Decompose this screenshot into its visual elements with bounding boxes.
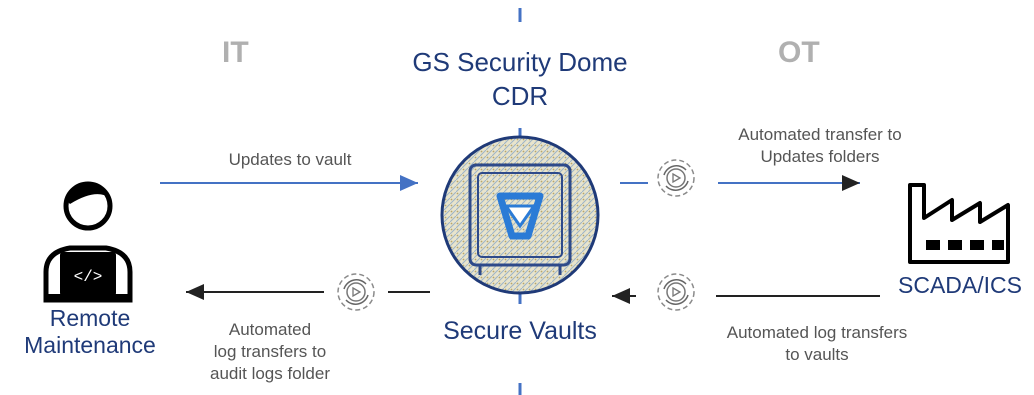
edge-label-auto-transfer-line1: Automated transfer to (738, 125, 902, 144)
svg-text:</>: </> (74, 268, 103, 286)
factory-icon (908, 183, 1010, 264)
edge-label-log-to-audit-line2: log transfers to (213, 342, 327, 361)
remote-maintenance-label: Remote Maintenance (2, 305, 178, 359)
secure-vaults-label: Secure Vaults (443, 317, 597, 345)
gear-cycle-icon (337, 273, 375, 311)
developer-icon: </> (43, 181, 133, 303)
scada-ics-label: SCADA/ICS (898, 272, 1022, 298)
edge-label-auto-transfer: Automated transfer to Updates folders (700, 124, 940, 168)
edge-label-log-to-audit: Automated log transfers to audit logs fo… (180, 319, 360, 385)
vault-icon (440, 135, 600, 295)
edge-label-log-to-audit-line3: audit logs folder (209, 364, 331, 383)
remote-label-line1: Remote (49, 305, 131, 331)
gear-cycle-icon (657, 273, 695, 311)
edge-label-auto-transfer-line2: Updates folders (760, 147, 880, 166)
dome-title-line2: CDR (491, 81, 549, 111)
zone-it-label: IT (222, 36, 249, 69)
edge-label-log-to-audit-line1: Automated (228, 320, 312, 339)
gear-cycle-icon (657, 159, 695, 197)
edge-label-log-to-vault-line1: Automated log transfers (726, 323, 908, 342)
edge-label-updates-to-vault: Updates to vault (228, 150, 352, 169)
dome-title: GS Security Dome CDR (370, 45, 670, 113)
zone-ot-label: OT (778, 36, 820, 69)
edge-label-log-to-vault: Automated log transfers to vaults (692, 322, 942, 366)
edge-label-log-to-vault-line2: to vaults (785, 345, 849, 364)
dome-title-line1: GS Security Dome (412, 47, 628, 77)
remote-label-line2: Maintenance (24, 332, 156, 358)
